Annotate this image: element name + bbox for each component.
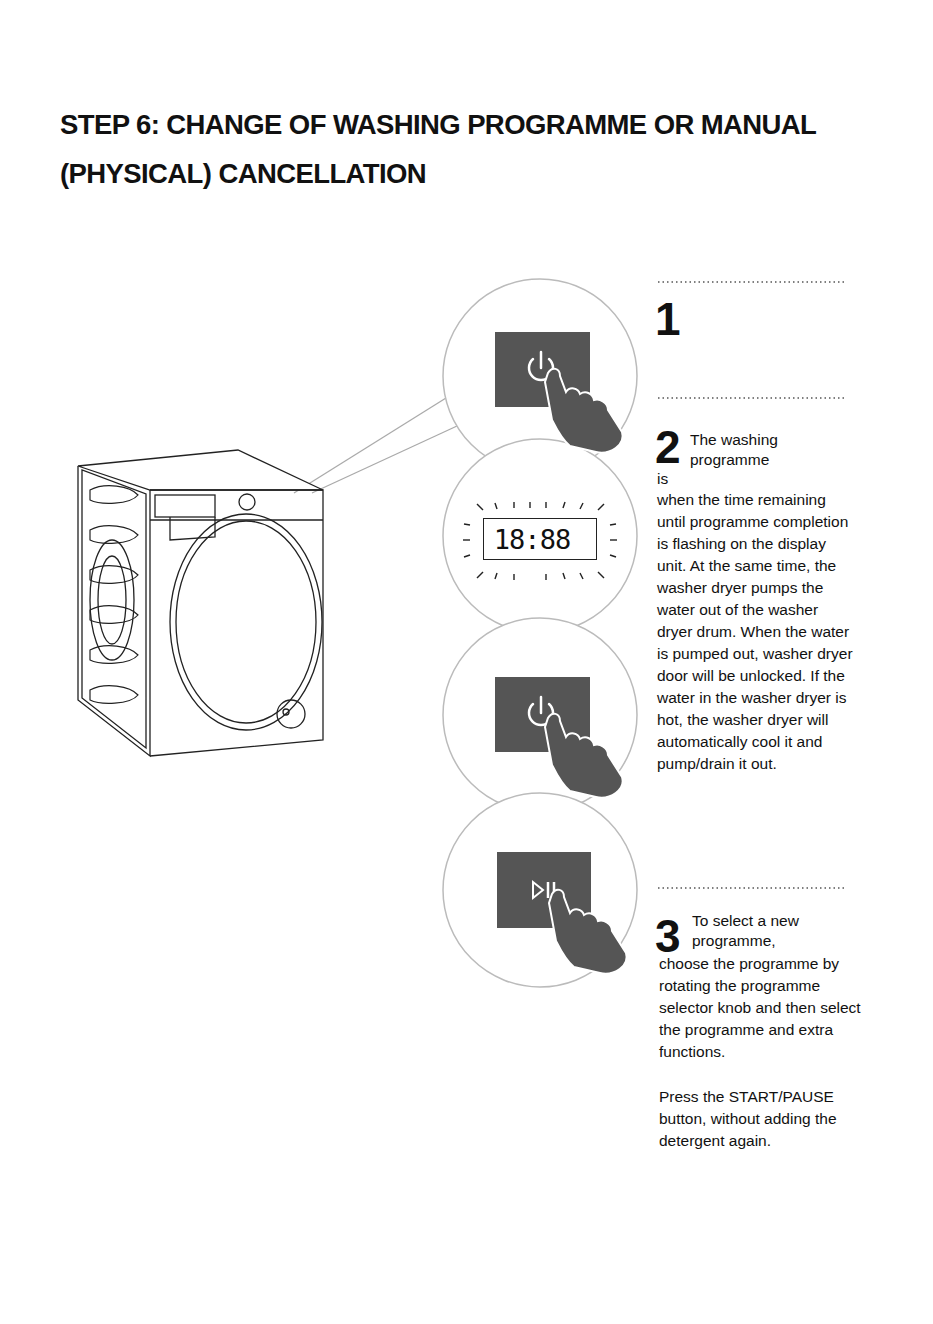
display-unit: 18:88	[483, 518, 597, 560]
step-number: 3	[655, 913, 695, 959]
leader-lines	[294, 398, 457, 493]
step-number: 2	[655, 424, 695, 470]
step-circles	[443, 279, 637, 987]
hands	[545, 369, 627, 974]
step-text: Press the START/PAUSE button, without ad…	[659, 1086, 871, 1152]
step-text: is	[657, 468, 697, 490]
page-title: STEP 6: CHANGE OF WASHING PROGRAMME OR M…	[60, 100, 820, 198]
washer-dryer	[78, 450, 323, 756]
step-text: when the time remaining until programme …	[657, 489, 857, 775]
step-text: The washing programme	[690, 430, 840, 470]
display-digits: 18:88	[494, 526, 570, 553]
step-number: 1	[655, 296, 715, 342]
flash-rays	[463, 502, 617, 580]
step-text: To select a new programme,	[692, 911, 852, 951]
step-text: choose the programme by rotating the pro…	[659, 953, 864, 1063]
